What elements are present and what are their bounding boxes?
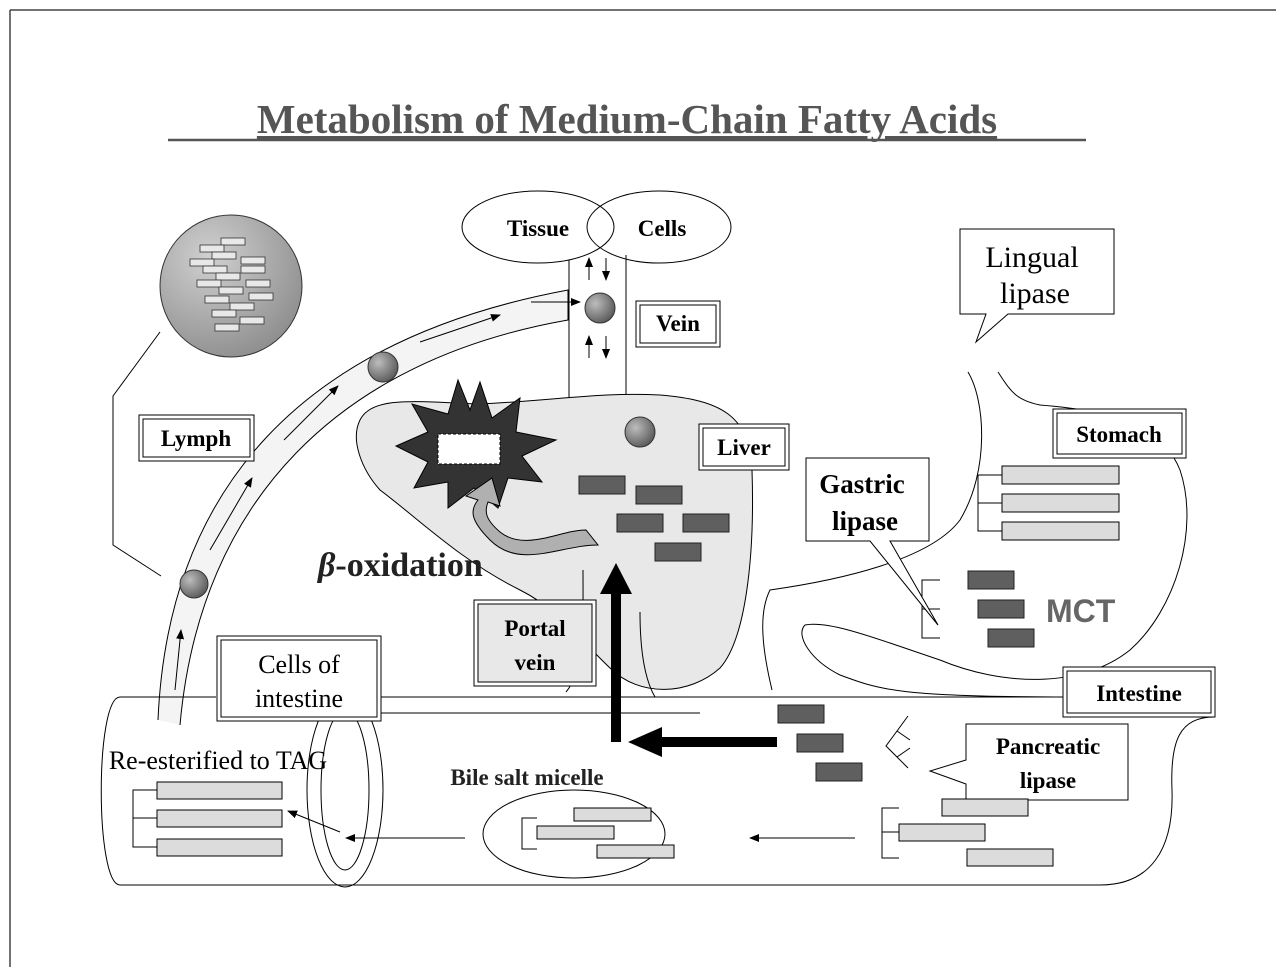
lymph-connector-line <box>112 331 162 577</box>
lymph-tube <box>157 289 569 726</box>
cells-label: Cells <box>638 216 687 241</box>
intestine-bottom-wall <box>120 716 1215 886</box>
intestine-box-inner <box>1066 670 1212 714</box>
liver-box-inner <box>702 427 786 467</box>
liver-lipoprotein-ball <box>624 416 656 448</box>
lipoprotein-ball-2 <box>367 351 399 383</box>
chylomicron-blocks <box>189 237 274 332</box>
lingual-lipase-callout <box>959 228 1115 344</box>
portal-vein-box-inner <box>477 603 593 683</box>
stomach-label: Stomach <box>1076 422 1162 447</box>
liver-fatty-acid-blocks <box>578 475 730 562</box>
thick-arrow-horizontal-head <box>628 727 662 757</box>
gastric-lipase-callout <box>805 457 939 626</box>
lymph-flow-arrow-1 <box>174 629 185 691</box>
lingual-lipase-line2: lipase <box>1000 277 1070 310</box>
intestine-label: Intestine <box>1096 681 1182 706</box>
beta-symbol: β <box>316 547 336 584</box>
lingual-lipase-line1: Lingual <box>985 241 1078 274</box>
portal-tube-right <box>639 611 656 698</box>
pancreatic-cut-mark-2 <box>896 747 911 758</box>
vein-box-inner <box>639 304 717 344</box>
mct-molecule <box>921 570 1035 648</box>
liver-label: Liver <box>717 435 771 460</box>
reesterified-triglyceride <box>132 781 283 857</box>
portal-vein-label-line1: Portal <box>504 616 565 641</box>
pancreatic-lipase-callout <box>928 723 1129 801</box>
intestine-ring-outer <box>306 692 384 888</box>
thick-arrow-vertical-head <box>600 563 632 594</box>
lipoprotein-ball-3 <box>179 569 209 599</box>
bile-salt-micelle-label: Bile salt micelle <box>450 765 603 790</box>
curved-gray-arrow <box>464 477 600 556</box>
gastric-lipase-line2: lipase <box>832 506 898 536</box>
reesterify-arrow <box>287 810 341 833</box>
reesterified-label: Re-esterified to TAG <box>109 746 327 775</box>
beta-oxidation-label: β-oxidation <box>316 547 483 584</box>
cells-of-intestine-line1: Cells of <box>258 650 340 679</box>
stomach-triglyceride <box>977 465 1120 541</box>
pancreatic-lipase-line1: Pancreatic <box>996 734 1100 759</box>
cells-of-intestine-line2: intestine <box>255 684 343 713</box>
lymph-flow-arrow-3 <box>283 385 339 441</box>
mct-label: MCT <box>1046 593 1116 629</box>
pancreatic-cut-mark-1 <box>896 730 911 741</box>
lymph-flow-arrow-4 <box>419 314 501 343</box>
starburst-blank-box <box>437 433 501 465</box>
cells-ellipse <box>586 190 732 264</box>
cells-of-intestine-box-inner <box>220 639 378 718</box>
oxidation-text: -oxidation <box>335 547 482 584</box>
vein-label: Vein <box>656 311 700 336</box>
lymph-sphere <box>159 214 303 358</box>
pancreatic-lipase-line2: lipase <box>1020 768 1076 793</box>
lymph-flow-arrow-2 <box>209 477 253 551</box>
tissue-ellipse <box>461 190 615 264</box>
page-title: Metabolism of Medium-Chain Fatty Acids <box>257 96 997 142</box>
gastric-lipase-line1: Gastric <box>819 469 904 499</box>
intestine-end-wall <box>100 696 216 886</box>
portal-vein-label-line2: vein <box>515 650 556 675</box>
lymph-label: Lymph <box>161 426 232 451</box>
intestine-ring-inner <box>320 709 370 871</box>
intestine-mcfa-blocks <box>777 704 863 782</box>
tissue-label: Tissue <box>507 216 569 241</box>
micelle-fatty-acids <box>521 807 675 859</box>
pancreatic-cut-glycerol <box>885 715 909 769</box>
lipoprotein-ball-1 <box>584 292 616 324</box>
lymph-box-inner <box>142 418 251 458</box>
lumen-triglyceride <box>881 798 1054 867</box>
stomach-box-inner <box>1056 412 1183 455</box>
